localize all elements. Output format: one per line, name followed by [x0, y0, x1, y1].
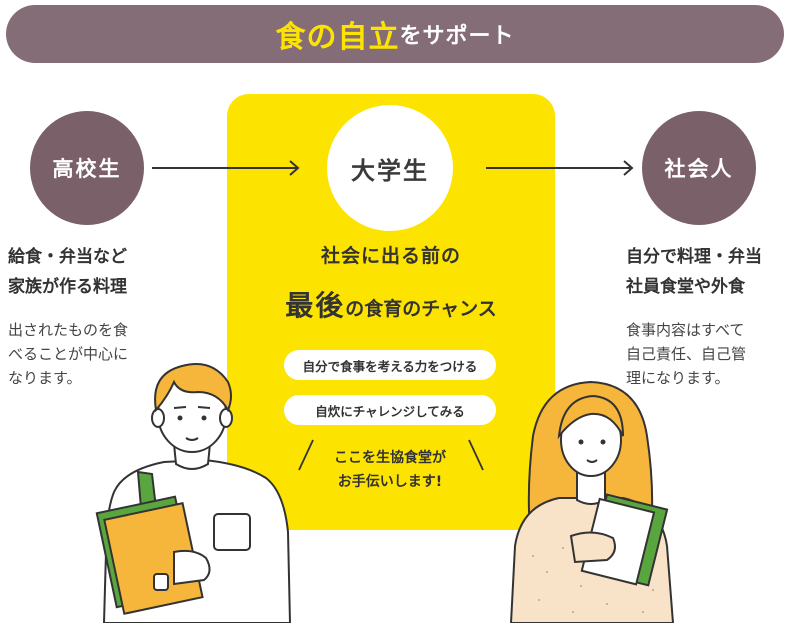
stage-circle-high-school: 高校生	[30, 111, 144, 225]
banner-rest: をサポート	[399, 24, 515, 49]
arrow-right-icon	[152, 160, 300, 176]
female-student-illustration	[509, 380, 675, 623]
coop-cafeteria-message: ここを生協食堂が お手伝いします!	[334, 450, 446, 490]
speech-lines-icon	[298, 439, 484, 471]
high-school-description: 出されたものを食 べることが中心に なります。	[8, 321, 129, 387]
center-heading: 社会に出る前の	[320, 245, 461, 267]
male-student-illustration	[95, 363, 292, 623]
arrow-right-icon	[486, 160, 634, 176]
last-chance-emphasis: 最後	[285, 289, 346, 322]
banner-highlight: 食の自立	[275, 20, 400, 55]
center-subheading: 最後の食育のチャンス	[285, 289, 497, 322]
working-adult-description: 食事内容はすべて 自己責任、自己管 理になります。	[626, 321, 747, 387]
stage-label-working-adult: 社会人	[664, 157, 734, 181]
working-adult-meals: 自分で料理・弁当 社員食堂や外食	[626, 247, 762, 297]
title-banner: 食の自立 をサポート	[6, 5, 784, 63]
pill-cooking-ability: 自分で食事を考える力をつける	[284, 350, 496, 380]
stage-label-university: 大学生	[351, 156, 429, 185]
pill-try-cooking: 自炊にチャレンジしてみる	[284, 395, 496, 425]
stage-circle-working-adult: 社会人	[642, 111, 756, 225]
high-school-meals: 給食・弁当など 家族が作る料理	[8, 247, 127, 297]
stage-label-high-school: 高校生	[52, 157, 122, 181]
stage-circle-university: 大学生	[327, 105, 453, 231]
